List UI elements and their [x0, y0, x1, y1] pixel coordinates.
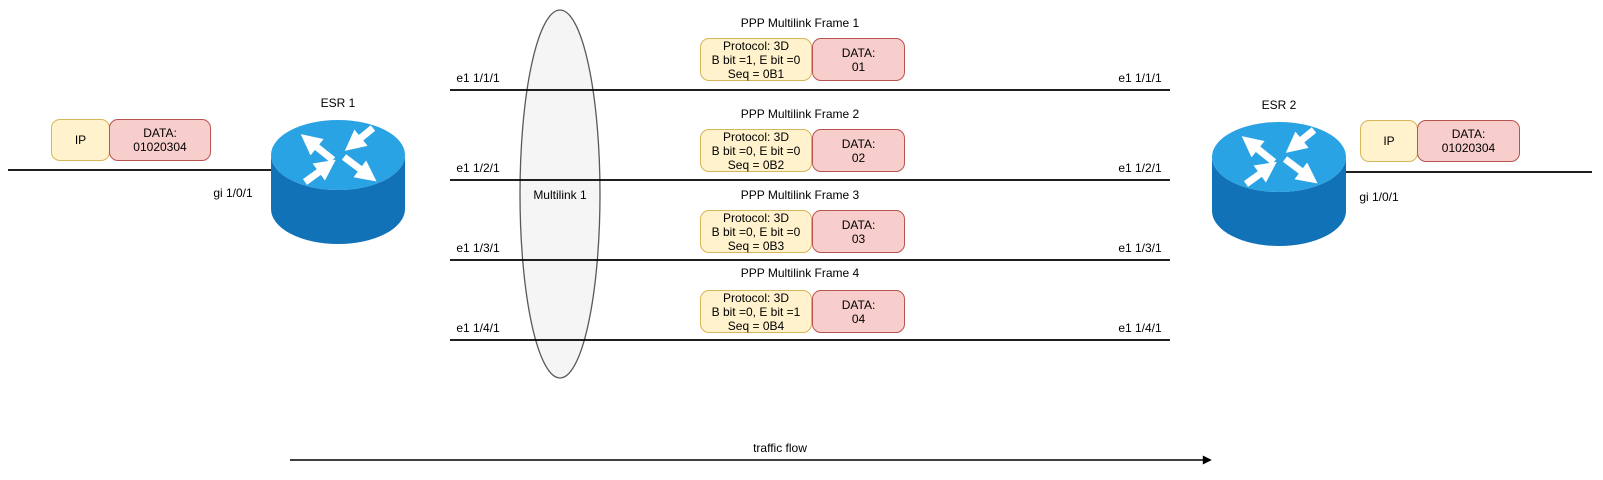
frame3-data-value: 03: [851, 231, 866, 246]
link4-right-interface-label: e1 1/4/1: [1118, 321, 1162, 335]
frame2-data-label: DATA:: [841, 136, 876, 151]
frame4-data-label: DATA:: [841, 297, 876, 312]
frame3-data-label: DATA:: [841, 217, 876, 232]
link3-right-interface-label: e1 1/3/1: [1118, 241, 1162, 255]
frame4-data-box: DATA: 04: [812, 290, 905, 333]
router-icon-esr1: [271, 120, 405, 244]
left-interface-label: gi 1/0/1: [213, 186, 253, 200]
frame3-bits: B bit =0, E bit =0: [711, 224, 801, 239]
multilink-bundle-label: Multilink 1: [533, 188, 587, 202]
link4-left-interface-label: e1 1/4/1: [456, 321, 500, 335]
frame3-data-box: DATA: 03: [812, 210, 905, 253]
link1-right-interface-label: e1 1/1/1: [1118, 71, 1162, 85]
frame1-protocol: Protocol: 3D: [722, 38, 790, 53]
frame1-title: PPP Multilink Frame 1: [740, 16, 860, 30]
frame1-data-label: DATA:: [841, 45, 876, 60]
frame2-title: PPP Multilink Frame 2: [740, 107, 860, 121]
frame3-protocol: Protocol: 3D: [722, 210, 790, 225]
frame4-title: PPP Multilink Frame 4: [740, 266, 860, 280]
right-packet-data-box: DATA: 01020304: [1417, 120, 1520, 162]
link2-right-interface-label: e1 1/2/1: [1118, 161, 1162, 175]
frame4-data-value: 04: [851, 311, 866, 326]
link1-left-interface-label: e1 1/1/1: [456, 71, 500, 85]
router-icon-esr2: [1212, 122, 1346, 246]
router-esr1-name: ESR 1: [320, 96, 356, 110]
frame3-title: PPP Multilink Frame 3: [740, 188, 860, 202]
multilink-bundle-ellipse: [519, 9, 601, 379]
frame4-seq: Seq = 0B4: [727, 318, 785, 333]
right-ip-header-box: IP: [1360, 120, 1418, 162]
left-ip-header-box: IP: [51, 119, 110, 161]
right-packet-data-label: DATA:: [1451, 127, 1486, 141]
frame4-protocol-box: Protocol: 3D B bit =0, E bit =1 Seq = 0B…: [700, 290, 812, 333]
left-packet-data-box: DATA: 01020304: [109, 119, 211, 161]
router-esr2-name: ESR 2: [1261, 98, 1297, 112]
frame1-bits: B bit =1, E bit =0: [711, 52, 801, 67]
left-ip-header-label: IP: [74, 133, 87, 147]
frame1-seq: Seq = 0B1: [727, 66, 785, 81]
frame2-bits: B bit =0, E bit =0: [711, 143, 801, 158]
left-packet-data-value: 01020304: [133, 140, 187, 154]
frame1-data-value: 01: [851, 59, 866, 74]
link2-left-interface-label: e1 1/2/1: [456, 161, 500, 175]
right-packet-data-value: 01020304: [1441, 141, 1496, 155]
left-packet-data-label: DATA:: [143, 126, 177, 140]
frame2-data-box: DATA: 02: [812, 129, 905, 172]
frame2-protocol: Protocol: 3D: [722, 129, 790, 144]
frame4-bits: B bit =0, E bit =1: [711, 304, 801, 319]
frame2-data-value: 02: [851, 150, 866, 165]
right-ip-header-label: IP: [1383, 134, 1395, 148]
right-interface-label: gi 1/0/1: [1359, 190, 1399, 204]
frame1-protocol-box: Protocol: 3D B bit =1, E bit =0 Seq = 0B…: [700, 38, 812, 81]
frame2-seq: Seq = 0B2: [727, 157, 785, 172]
frame3-protocol-box: Protocol: 3D B bit =0, E bit =0 Seq = 0B…: [700, 210, 812, 253]
frame2-protocol-box: Protocol: 3D B bit =0, E bit =0 Seq = 0B…: [700, 129, 812, 172]
frame4-protocol: Protocol: 3D: [722, 290, 790, 305]
link3-left-interface-label: e1 1/3/1: [456, 241, 500, 255]
traffic-flow-label: traffic flow: [753, 441, 807, 455]
frame3-seq: Seq = 0B3: [727, 238, 785, 253]
frame1-data-box: DATA: 01: [812, 38, 905, 81]
